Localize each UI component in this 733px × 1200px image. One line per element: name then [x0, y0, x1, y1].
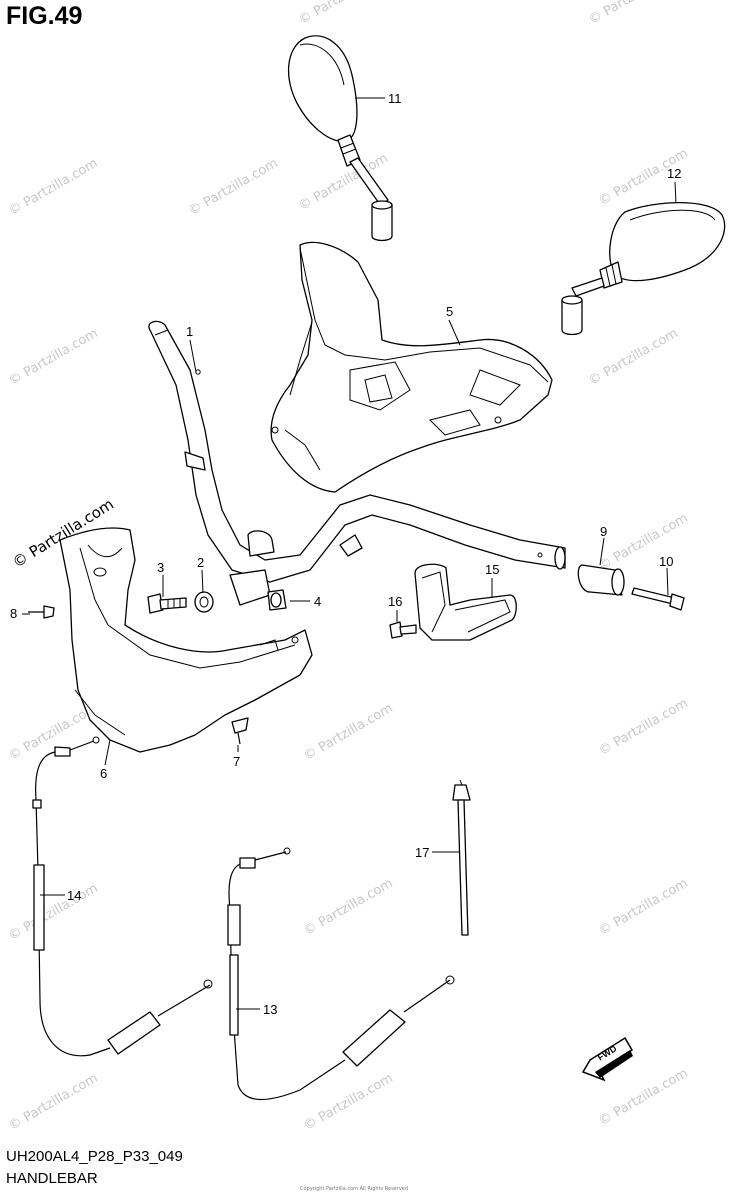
diagram-name: HANDLEBAR: [6, 1170, 98, 1187]
callout-3: 3: [157, 560, 164, 575]
callout-7: 7: [233, 754, 240, 769]
callout-6: 6: [100, 766, 107, 781]
handlebar-end-weight-part[interactable]: [577, 564, 625, 596]
forward-direction-arrow-icon: FWD: [581, 1036, 633, 1082]
callout-15: 15: [485, 562, 499, 577]
cable-right-part[interactable]: [227, 847, 455, 1101]
callout-10: 10: [659, 554, 673, 569]
callout-12: 12: [667, 166, 681, 181]
callout-4: 4: [314, 594, 321, 609]
cover-clip-part[interactable]: [231, 717, 249, 745]
bolt-part[interactable]: [147, 593, 187, 614]
footer-fine-print: Copyright Partzilla.com All Rights Reser…: [300, 1186, 409, 1192]
callout-9: 9: [600, 524, 607, 539]
callout-2: 2: [197, 555, 204, 570]
figure-title: FIG.49: [6, 2, 83, 30]
callout-1: 1: [186, 324, 193, 339]
nut-part[interactable]: [267, 589, 287, 611]
rear-handlebar-cover-part[interactable]: [59, 527, 313, 753]
cable-tie-part[interactable]: [452, 779, 471, 936]
callout-16: 16: [388, 594, 402, 609]
cover-screw-part[interactable]: [28, 605, 55, 619]
cushion-part[interactable]: [194, 591, 214, 613]
bracket-bolt-part[interactable]: [389, 621, 417, 639]
left-mirror-part[interactable]: [288, 35, 393, 242]
callout-11: 11: [388, 91, 402, 106]
callout-13: 13: [263, 1002, 277, 1017]
callout-17: 17: [415, 845, 429, 860]
cable-left-part[interactable]: [32, 736, 213, 1057]
right-mirror-part[interactable]: [561, 202, 726, 336]
callout-labels: 1 2 3 4 5 6 7 8 9 10 11 12 13 14 15 16 1…: [10, 91, 681, 1017]
callout-14: 14: [67, 888, 81, 903]
diagram-code: UH200AL4_P28_P33_049: [6, 1148, 183, 1165]
callout-5: 5: [446, 304, 453, 319]
leader-lines: [22, 97, 677, 1010]
front-handlebar-cover-part[interactable]: [270, 241, 553, 493]
cable-guide-bracket-part[interactable]: [414, 563, 517, 641]
callout-8: 8: [10, 606, 17, 621]
handlebar-part[interactable]: [148, 320, 566, 606]
end-weight-screw-part[interactable]: [631, 587, 685, 611]
